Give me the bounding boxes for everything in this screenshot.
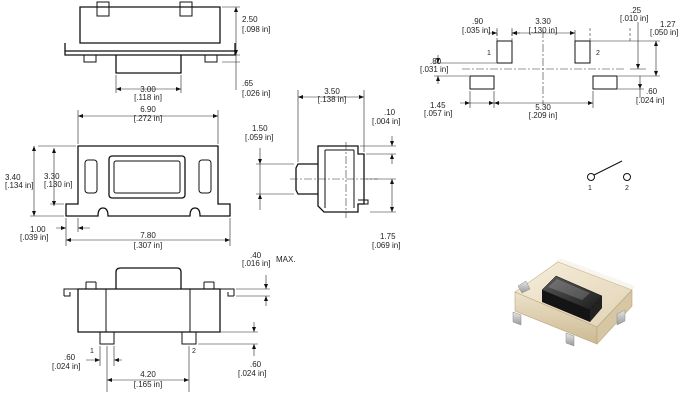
front-view-body: [65, 145, 231, 217]
front-foot-in: [.039 in]: [20, 233, 48, 242]
pad-w-in: [.035 in]: [462, 26, 490, 35]
pad-h-in: [.031 in]: [420, 65, 448, 74]
tail-w-in: [.057 in]: [424, 109, 452, 118]
pad-2: [574, 40, 591, 64]
bottom-pin-2: 2: [192, 348, 196, 355]
top-height-in: [.098 in]: [242, 25, 270, 34]
front-overall-width-in: [.307 in]: [134, 241, 162, 250]
top-standoff-mm: .65: [242, 79, 254, 88]
top-standoff-in: [.026 in]: [242, 89, 270, 98]
bottom-flatness-note: MAX.: [276, 255, 296, 264]
front-body-height-in: [.130 in]: [44, 180, 72, 189]
front-foot-mm: 1.00: [30, 225, 46, 234]
top-height-mm: 2.50: [242, 15, 258, 24]
tail-pad-right: [592, 75, 618, 90]
bottom-lead-w-mm: .60: [64, 353, 76, 362]
switch-contact-arm: [593, 160, 623, 176]
side-plunger-height-in: [.059 in]: [245, 133, 273, 142]
side-mount-height-mm: 1.75: [380, 232, 396, 241]
bottom-view-plunger: [115, 267, 182, 289]
top-plunger-in: [.118 in]: [134, 93, 162, 102]
switch-lead-left: [512, 311, 522, 326]
side-lead-mm: .10: [384, 108, 396, 117]
pad-1-label: 1: [487, 50, 491, 57]
tail-h-mm: .60: [646, 87, 658, 96]
side-actuator-in: [.138 in]: [318, 95, 346, 104]
bottom-view: 1 2 .40 [.016 in] MAX. .60 [.024 in] .60…: [52, 251, 296, 392]
tail-h-in: [.024 in]: [636, 96, 664, 105]
front-overall-width-mm: 7.80: [140, 231, 156, 240]
side-lead-in: [.004 in]: [372, 117, 400, 126]
pad-span-mm: 1.27: [660, 20, 676, 29]
bottom-lead-h-in: [.024 in]: [238, 369, 266, 378]
terminal-2-symbol: [623, 173, 631, 181]
front-width-in: [.272 in]: [134, 114, 162, 123]
terminal-1-symbol: [587, 173, 595, 181]
bottom-pitch-mm: 4.20: [140, 370, 156, 379]
bottom-lead-h-mm: .60: [250, 360, 262, 369]
side-view: 3.50 [.138 in] 1.50 [.059 in] .10 [.004 …: [245, 87, 400, 250]
offset-in: [.010 in]: [620, 14, 648, 23]
switch-actuator-top: [541, 275, 603, 311]
pad-layout: 1 2 .90 [.035 in] 3.30 [.130 in] .25 [.0…: [420, 6, 678, 120]
tail-pad-left: [469, 75, 495, 90]
tail-span-mm: 5.30: [535, 103, 551, 112]
top-view-plunger: [115, 55, 182, 74]
side-actuator-mm: 3.50: [324, 87, 340, 96]
pad-w-mm: .90: [472, 17, 484, 26]
pad-2-label: 2: [596, 50, 600, 57]
switch-schematic: 1 2: [587, 160, 631, 192]
terminal-2-label: 2: [625, 185, 629, 192]
pad-1: [496, 40, 513, 64]
pad-span-in: [.050 in]: [650, 28, 678, 37]
front-overall-height-mm: 3.40: [5, 173, 21, 182]
pad-h-mm: .80: [430, 57, 442, 66]
terminal-1-label: 1: [588, 185, 592, 192]
bottom-pitch-in: [.165 in]: [134, 380, 162, 389]
bottom-pin-1: 1: [90, 348, 94, 355]
front-body-height-mm: 3.30: [44, 172, 60, 181]
pad-spacing-mm: 3.30: [535, 17, 551, 26]
bottom-flatness-mm: .40: [250, 251, 262, 260]
product-photo: [512, 258, 635, 347]
bottom-flatness-in: [.016 in]: [242, 259, 270, 268]
top-plunger-mm: 3.00: [140, 85, 156, 94]
bottom-lead-w-in: [.024 in]: [52, 362, 80, 371]
front-view-actuator: [108, 155, 186, 199]
top-view: 2.50 [.098 in] .65 [.026 in] 3.00 [.118 …: [64, 1, 270, 102]
front-overall-height-in: [.134 in]: [5, 181, 33, 190]
side-plunger-height-mm: 1.50: [252, 124, 268, 133]
front-view: 6.90 [.272 in] 3.40 [.134 in] 3.30 [.130…: [5, 105, 231, 250]
tail-span-in: [.209 in]: [529, 111, 557, 120]
switch-actuator-side: [542, 290, 590, 322]
pad-spacing-in: [.130 in]: [529, 26, 557, 35]
tail-w-mm: 1.45: [430, 101, 446, 110]
side-mount-height-in: [.069 in]: [372, 241, 400, 250]
bottom-view-body: [77, 288, 221, 333]
front-width-mm: 6.90: [140, 105, 156, 114]
offset-mm: .25: [630, 6, 642, 15]
top-view-body: [79, 6, 221, 44]
